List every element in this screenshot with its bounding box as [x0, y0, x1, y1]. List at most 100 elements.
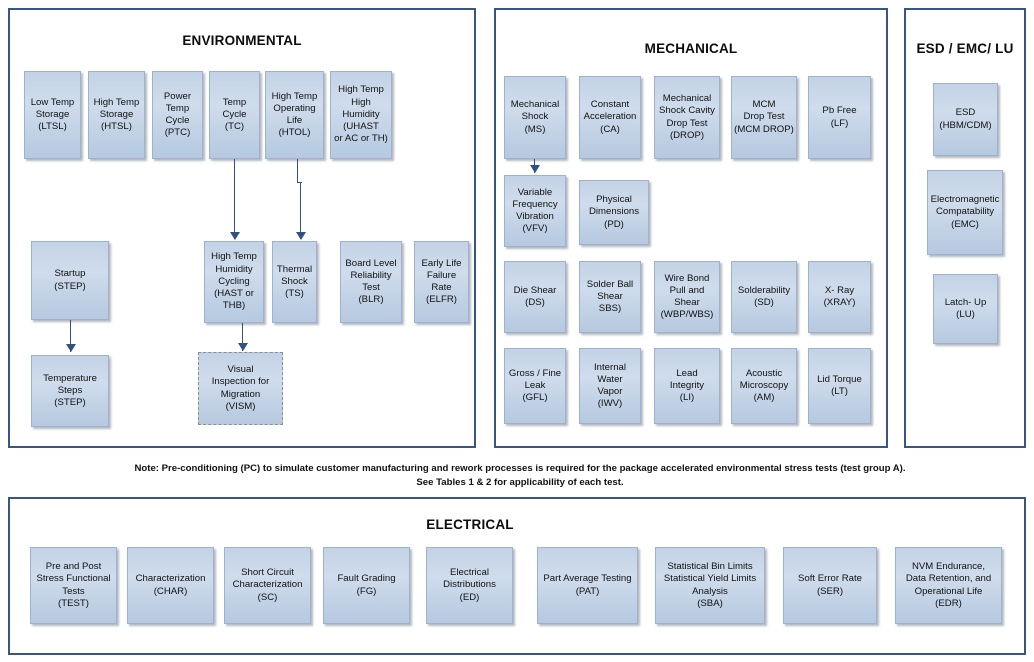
connector-htol-to-ts-upper	[297, 159, 299, 183]
test-box-label: Statistical Bin Limits Statistical Yield…	[663, 561, 757, 609]
test-box-label: Part Average Testing (PAT)	[543, 573, 632, 597]
test-box-sba[interactable]: Statistical Bin Limits Statistical Yield…	[655, 547, 765, 624]
test-box-hast[interactable]: High Temp Humidity Cycling (HAST or THB)	[204, 241, 264, 323]
section-title-mechanical: MECHANICAL	[644, 41, 738, 56]
test-box-vfv[interactable]: Variable Frequency Vibration (VFV)	[504, 175, 566, 247]
test-box-ms[interactable]: Mechanical Shock (MS)	[504, 76, 566, 159]
test-box-uhast[interactable]: High Temp High Humidity (UHAST or AC or …	[330, 71, 392, 159]
test-box-label: High Temp High Humidity (UHAST or AC or …	[334, 84, 388, 145]
test-box-label: Power Temp Cycle (PTC)	[163, 90, 192, 139]
test-box-elfr[interactable]: Early Life Failure Rate (ELFR)	[414, 241, 469, 323]
test-box-li[interactable]: Lead Integrity (LI)	[654, 348, 720, 424]
note-block: Note: Pre-conditioning (PC) to simulate …	[60, 462, 980, 490]
arrow-head-tc-to-hast	[230, 232, 240, 240]
test-box-label: Visual Inspection for Migration (VISM)	[211, 364, 270, 412]
note-line-2: See Tables 1 & 2 for applicability of ea…	[416, 477, 624, 488]
test-box-drop[interactable]: Mechanical Shock Cavity Drop Test (DROP)	[654, 76, 720, 159]
test-box-ts[interactable]: Thermal Shock (TS)	[272, 241, 317, 323]
test-box-label: Physical Dimensions (PD)	[588, 194, 640, 230]
test-box-label: Temp Cycle (TC)	[222, 96, 247, 133]
test-box-vism[interactable]: Visual Inspection for Migration (VISM)	[198, 352, 283, 425]
test-box-blr[interactable]: Board Level Reliability Test (BLR)	[340, 241, 402, 323]
test-box-wbp-wbs[interactable]: Wire Bond Pull and Shear (WBP/WBS)	[654, 261, 720, 333]
test-box-test[interactable]: Pre and Post Stress Functional Tests (TE…	[30, 547, 117, 624]
test-box-ds[interactable]: Die Shear (DS)	[504, 261, 566, 333]
test-box-sbs[interactable]: Solder Ball Shear SBS)	[579, 261, 641, 333]
test-box-label: Acoustic Microscopy (AM)	[739, 367, 789, 404]
connector-htol-to-ts-jog	[297, 182, 302, 184]
test-box-label: Mechanical Shock Cavity Drop Test (DROP)	[659, 93, 715, 141]
test-box-tc[interactable]: Temp Cycle (TC)	[209, 71, 260, 159]
connector-startup-to-step	[70, 320, 72, 352]
test-box-gfl[interactable]: Gross / Fine Leak (GFL)	[504, 348, 566, 424]
section-title-environmental: ENVIRONMENTAL	[182, 33, 302, 48]
test-box-label: Early Life Failure Rate (ELFR)	[421, 257, 462, 306]
test-box-xray[interactable]: X- Ray (XRAY)	[808, 261, 871, 333]
test-box-char[interactable]: Characterization (CHAR)	[127, 547, 214, 624]
test-box-ptc[interactable]: Power Temp Cycle (PTC)	[152, 71, 203, 159]
connector-htol-to-ts-lower	[300, 182, 302, 239]
test-box-label: Electromagnetic Compatability (EMC)	[930, 194, 1000, 230]
test-box-htsl[interactable]: High Temp Storage (HTSL)	[88, 71, 145, 159]
test-box-pd[interactable]: Physical Dimensions (PD)	[579, 180, 649, 245]
test-box-label: Lead Integrity (LI)	[669, 367, 705, 404]
test-box-temperature-steps[interactable]: Temperature Steps (STEP)	[31, 355, 109, 427]
test-box-label: Variable Frequency Vibration (VFV)	[512, 186, 558, 235]
test-box-iwv[interactable]: Internal Water Vapor (IWV)	[579, 348, 641, 424]
arrow-head-startup-to-step	[66, 344, 76, 352]
test-box-label: Board Level Reliability Test (BLR)	[345, 257, 397, 306]
test-box-label: Solder Ball Shear SBS)	[586, 278, 634, 315]
test-box-fg[interactable]: Fault Grading (FG)	[323, 547, 410, 624]
test-box-pat[interactable]: Part Average Testing (PAT)	[537, 547, 638, 624]
test-box-label: Thermal Shock (TS)	[276, 263, 313, 300]
test-box-label: Die Shear (DS)	[513, 284, 557, 308]
test-box-ltsl[interactable]: Low Temp Storage (LTSL)	[24, 71, 81, 159]
section-title-esd-emc-lu: ESD / EMC/ LU	[916, 41, 1014, 56]
connector-hast-to-vism	[242, 323, 244, 351]
test-box-edr[interactable]: NVM Endurance, Data Retention, and Opera…	[895, 547, 1002, 624]
test-box-label: Pre and Post Stress Functional Tests (TE…	[36, 561, 111, 609]
test-box-label: Characterization (CHAR)	[135, 573, 206, 597]
arrow-head-htol-to-ts	[296, 232, 306, 240]
test-box-label: High Temp Storage (HTSL)	[93, 96, 140, 133]
test-box-label: X- Ray (XRAY)	[823, 284, 856, 308]
test-box-label: ESD (HBM/CDM)	[939, 107, 992, 131]
test-box-label: Internal Water Vapor (IWV)	[594, 361, 626, 410]
test-box-label: Short Circuit Characterization (SC)	[232, 567, 303, 603]
test-box-label: NVM Endurance, Data Retention, and Opera…	[905, 561, 992, 609]
test-box-label: Low Temp Storage (LTSL)	[30, 96, 75, 133]
test-box-label: Startup (STEP)	[54, 268, 86, 292]
test-box-mcm-drop[interactable]: MCM Drop Test (MCM DROP)	[731, 76, 797, 159]
test-box-label: Fault Grading (FG)	[337, 573, 396, 597]
arrow-head-hast-to-vism	[238, 343, 248, 351]
test-box-am[interactable]: Acoustic Microscopy (AM)	[731, 348, 797, 424]
test-box-label: Latch- Up (LU)	[944, 296, 987, 320]
test-box-ed[interactable]: Electrical Distributions (ED)	[426, 547, 513, 624]
test-box-startup[interactable]: Startup (STEP)	[31, 241, 109, 320]
test-box-ser[interactable]: Soft Error Rate (SER)	[783, 547, 877, 624]
test-box-label: High Temp Humidity Cycling (HAST or THB)	[211, 251, 257, 312]
section-title-electrical: ELECTRICAL	[426, 517, 514, 532]
test-box-label: Gross / Fine Leak (GFL)	[508, 367, 562, 404]
connector-tc-to-hast	[234, 159, 236, 239]
test-box-sd[interactable]: Solderability (SD)	[731, 261, 797, 333]
test-box-label: Wire Bond Pull and Shear (WBP/WBS)	[660, 272, 714, 321]
test-box-lu[interactable]: Latch- Up (LU)	[933, 274, 998, 344]
test-box-label: Temperature Steps (STEP)	[43, 372, 97, 409]
test-box-htol[interactable]: High Temp Operating Life (HTOL)	[265, 71, 324, 159]
test-box-lf[interactable]: Pb Free (LF)	[808, 76, 871, 159]
test-box-ca[interactable]: Constant Acceleration (CA)	[579, 76, 641, 159]
test-box-lt[interactable]: Lid Torque (LT)	[808, 348, 871, 424]
test-box-esd[interactable]: ESD (HBM/CDM)	[933, 83, 998, 156]
test-box-label: Electrical Distributions (ED)	[443, 567, 496, 603]
test-box-label: High Temp Operating Life (HTOL)	[271, 90, 318, 139]
test-box-sc[interactable]: Short Circuit Characterization (SC)	[224, 547, 311, 624]
test-box-label: Lid Torque (LT)	[817, 373, 862, 397]
test-box-label: Soft Error Rate (SER)	[798, 573, 862, 597]
test-box-label: Pb Free (LF)	[822, 105, 857, 129]
test-box-emc[interactable]: Electromagnetic Compatability (EMC)	[927, 170, 1003, 255]
test-box-label: Solderability (SD)	[737, 284, 791, 308]
note-line-1: Note: Pre-conditioning (PC) to simulate …	[134, 463, 906, 474]
test-box-label: MCM Drop Test (MCM DROP)	[734, 99, 794, 135]
